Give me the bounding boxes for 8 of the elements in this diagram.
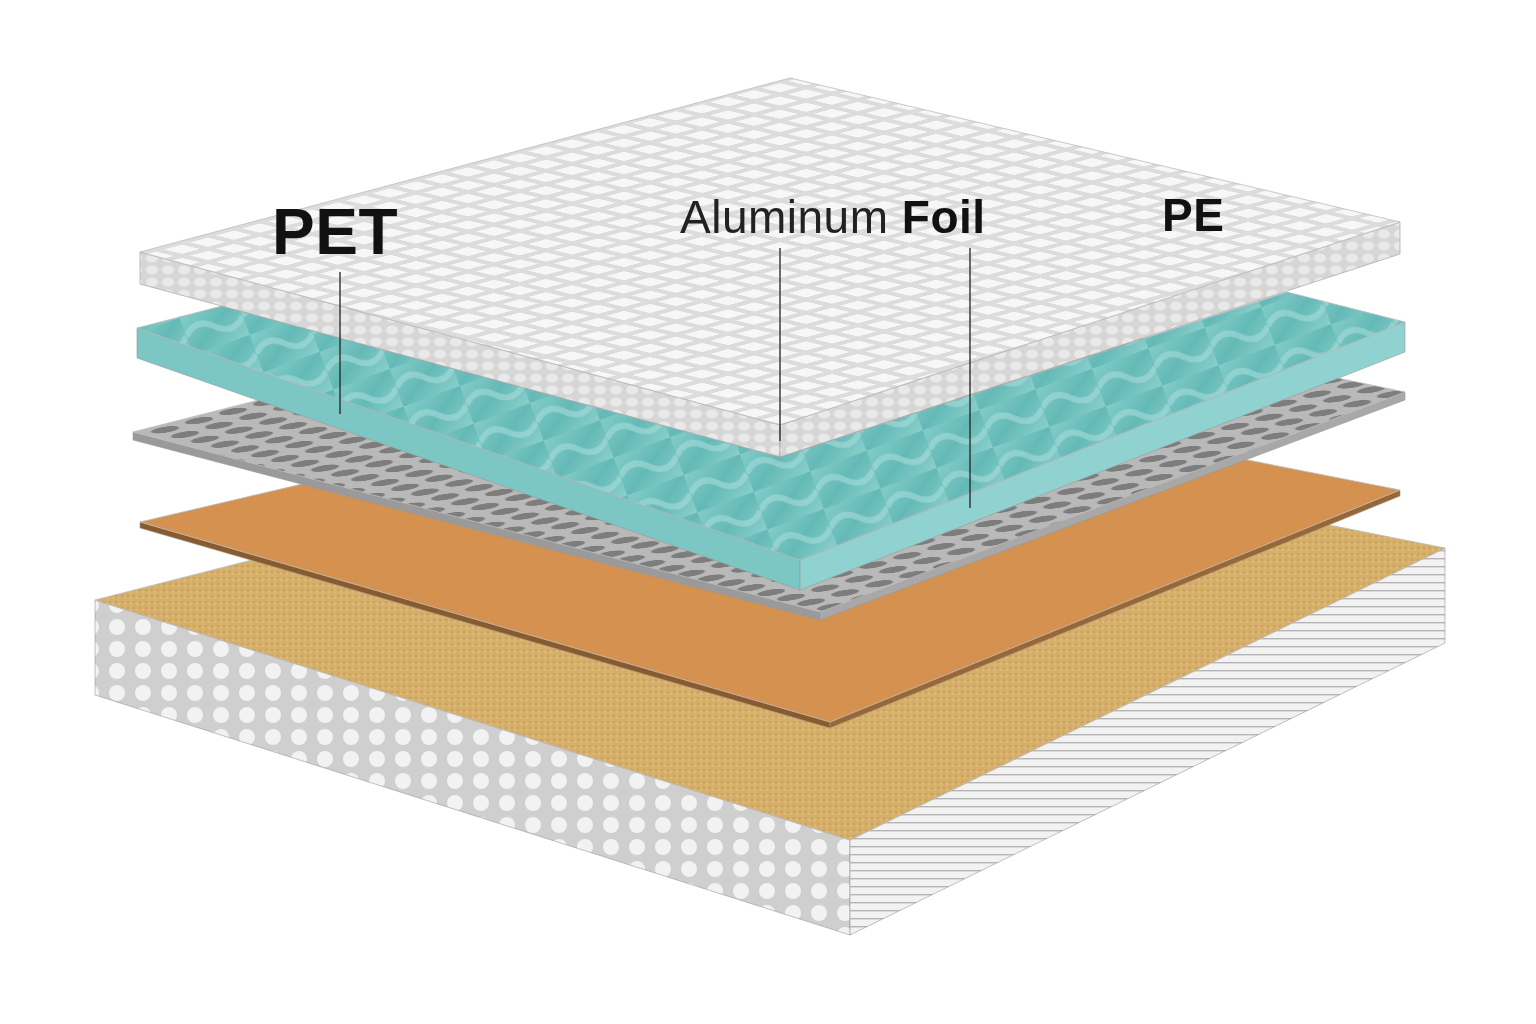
layer-label: Aluminum Foil — [680, 194, 986, 240]
leader-line — [339, 271, 341, 415]
leader-line — [779, 247, 781, 442]
layer-label: PE — [1162, 192, 1225, 238]
top-sheet-layer-drawing — [139, 77, 1401, 458]
leader-line — [969, 247, 971, 509]
film-layer-drawing — [136, 291, 1406, 591]
layer-label: PET — [272, 200, 398, 264]
